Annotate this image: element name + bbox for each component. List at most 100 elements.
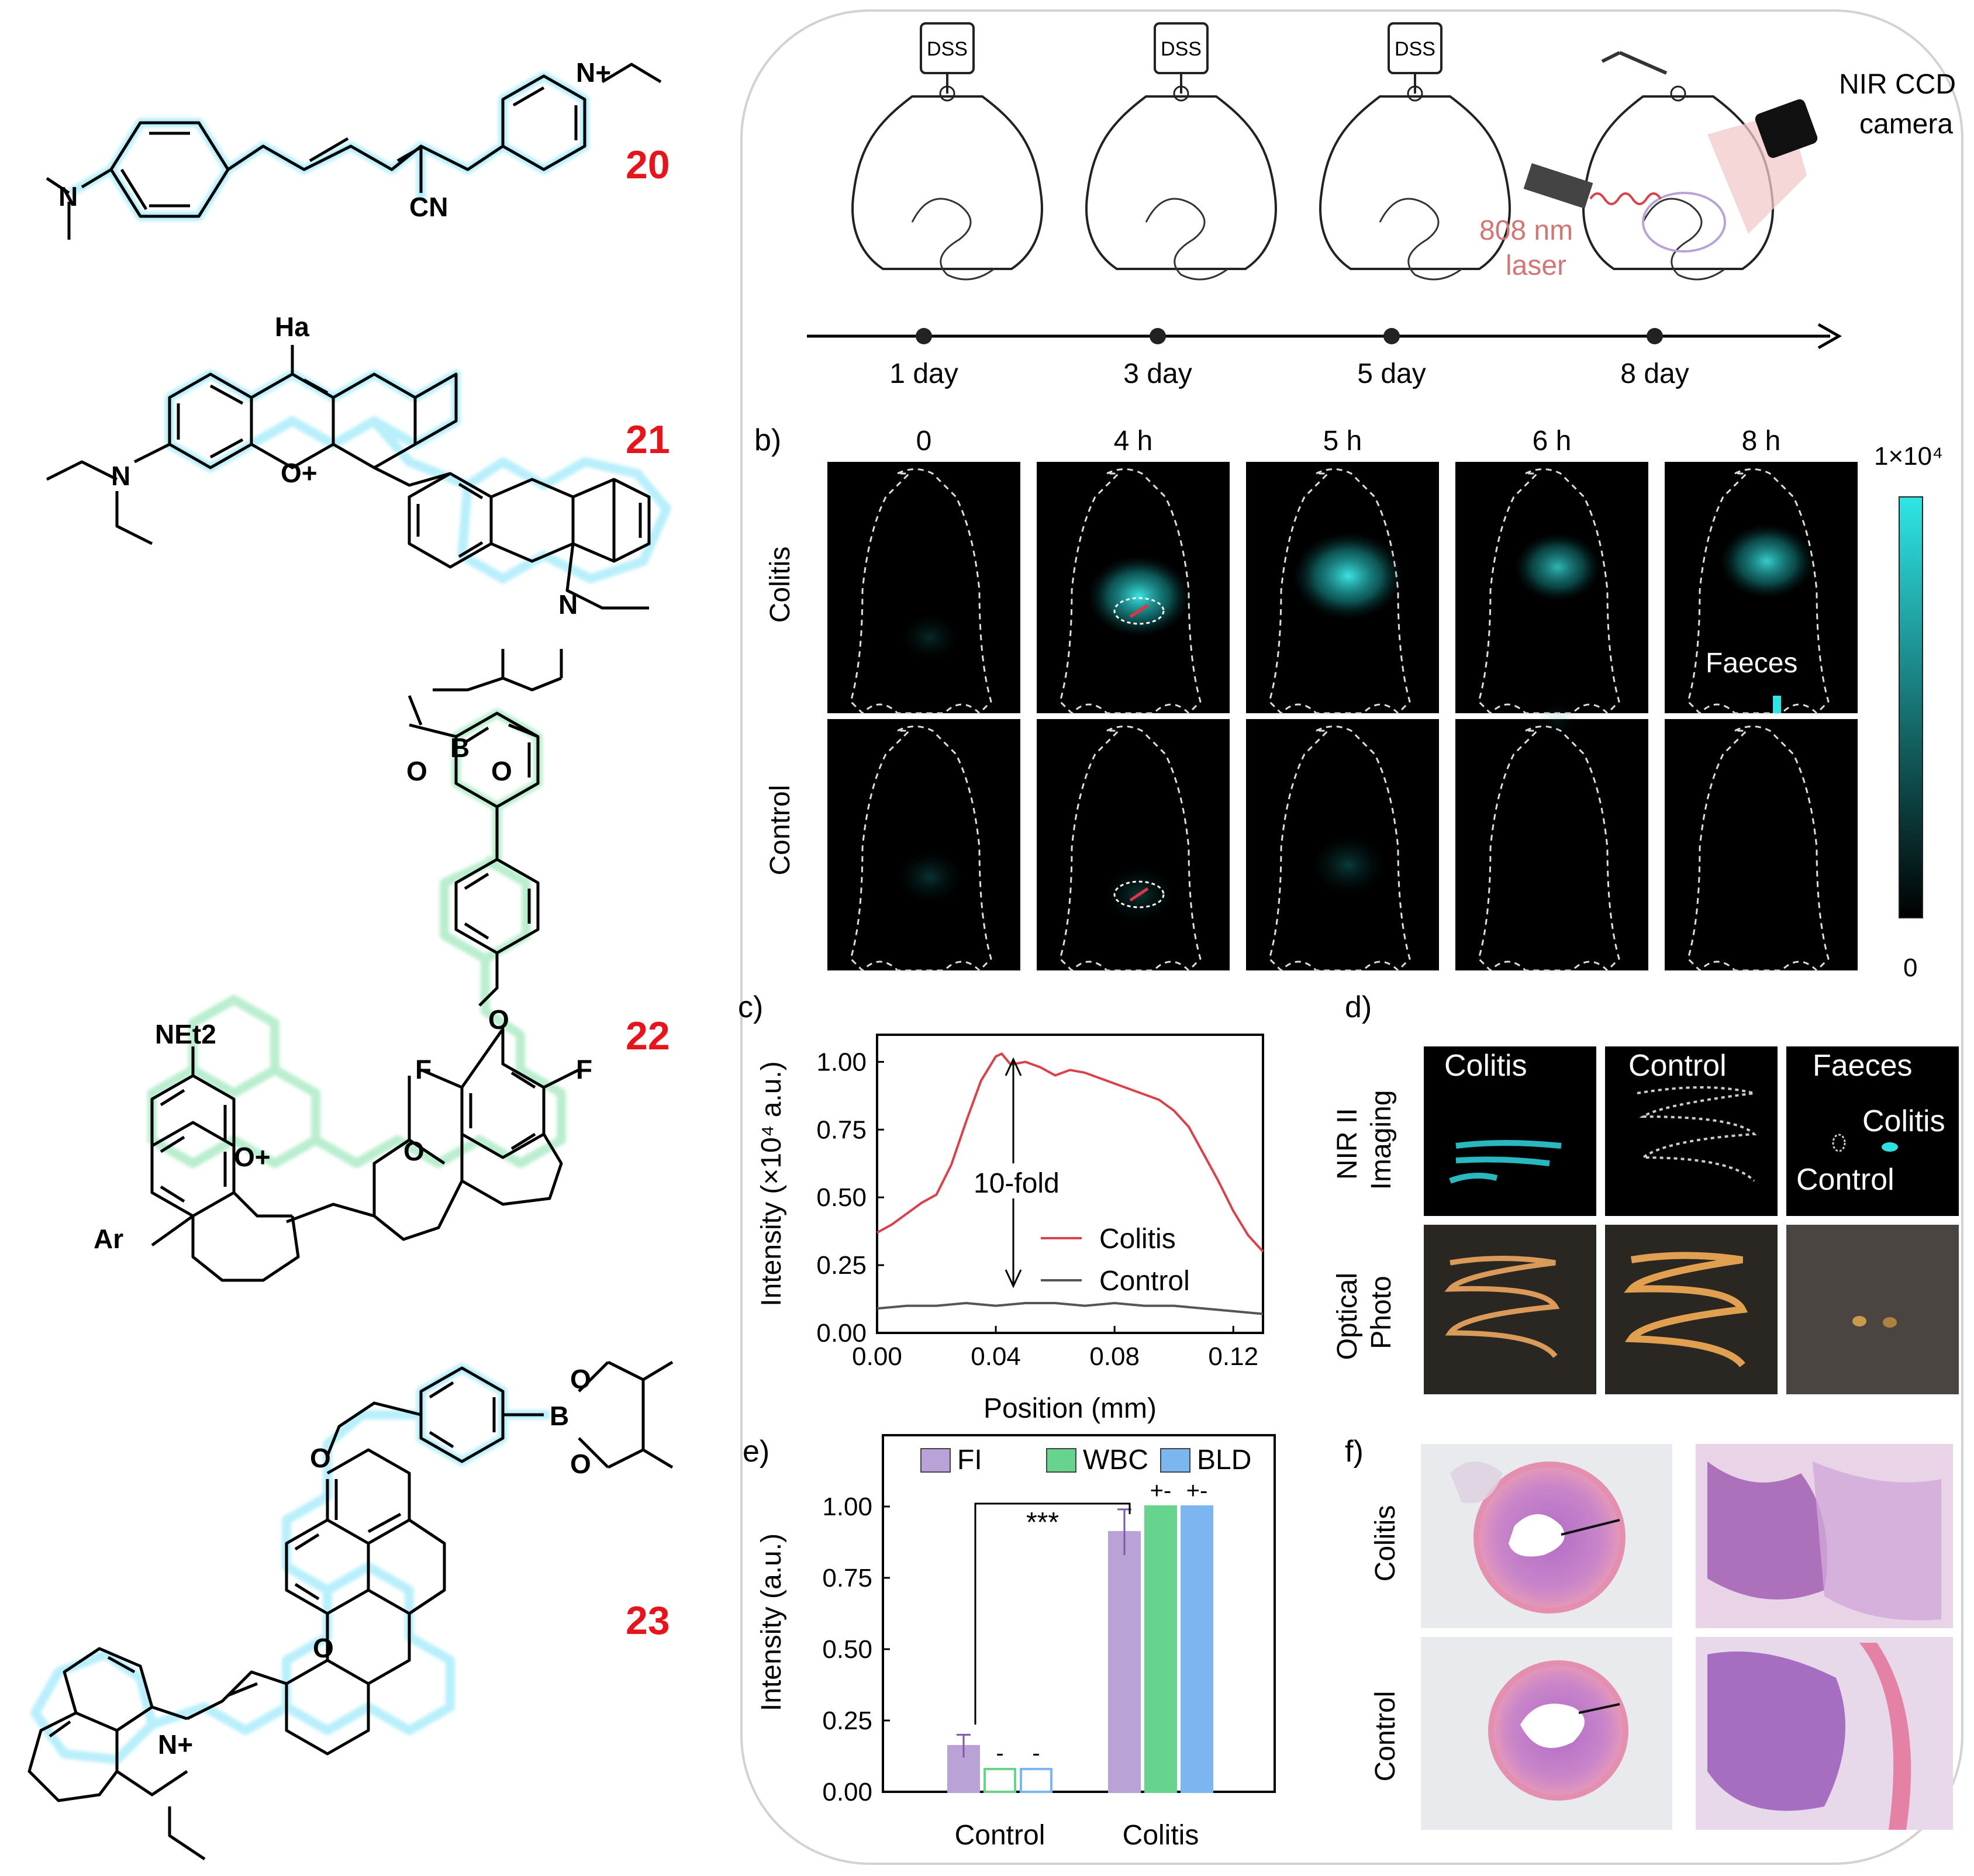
y-tick-label: 0.50 [822, 1635, 872, 1664]
laser-icon [1523, 163, 1662, 209]
nir-image [1246, 719, 1439, 972]
timeline-arrowhead [1817, 323, 1842, 350]
nir-image [1665, 719, 1858, 972]
atom-label: NEt2 [155, 1019, 216, 1049]
photo-faeces [1786, 1225, 1959, 1394]
col-label-control: Control [1628, 1049, 1727, 1083]
compound-number: 21 [626, 417, 670, 462]
fold-arrowhead-up [1005, 1057, 1022, 1076]
faeces-pellet [1852, 1316, 1866, 1326]
legend-label-colitis: Colitis [1099, 1224, 1176, 1255]
tissue-fragment [1450, 1462, 1503, 1504]
camera-label: camera [1859, 109, 1953, 140]
atom-label: O [488, 1004, 509, 1035]
bar-marker: - [996, 1740, 1003, 1766]
image-background [827, 719, 1020, 970]
bar-marker: +- [1150, 1478, 1172, 1504]
compound-number: 22 [626, 1014, 670, 1058]
nir-image [1037, 462, 1230, 715]
atom-label: CN [409, 192, 448, 222]
legend-swatch [920, 1448, 951, 1473]
mouse-outline [1059, 725, 1202, 972]
atom-label: N [558, 589, 578, 620]
region-of-interest [1113, 597, 1165, 625]
nir-image [1455, 462, 1648, 715]
atom-label: B [450, 733, 470, 763]
nir-image-colitis [1424, 1046, 1596, 1216]
intestine [1379, 198, 1462, 281]
legend-label-control: Control [1099, 1266, 1190, 1297]
row-label-control: Control [1370, 1691, 1401, 1782]
panel-f-histology: f) Colitis Control [1345, 1435, 1953, 1830]
region-of-interest [1113, 880, 1165, 908]
image-background [1455, 719, 1648, 970]
atom-label: O [403, 1136, 425, 1166]
bar-marker: +- [1186, 1478, 1208, 1504]
atom-label: O [570, 1449, 591, 1479]
colon-colitis [1444, 1256, 1560, 1358]
panel-label: f) [1345, 1435, 1364, 1469]
x-category-label: Control [955, 1820, 1045, 1851]
nir-image [1455, 702, 1648, 972]
nir-image [1037, 719, 1230, 972]
y-tick-label: 0.00 [816, 1319, 867, 1348]
bar [1020, 1767, 1052, 1793]
nir-image-faeces [1786, 1046, 1959, 1216]
y-tick-label: 0.50 [816, 1183, 867, 1212]
villi-control [1707, 1652, 1845, 1811]
atom-label: F [415, 1054, 432, 1084]
mouse-outline [1478, 725, 1620, 972]
image-grid: Faeces [827, 462, 1858, 972]
row-label-optical: Optical Photo [1332, 1265, 1397, 1360]
fluorescence-signal [1514, 533, 1601, 602]
atom-label: F [576, 1054, 592, 1084]
y-tick-label: 1.00 [822, 1492, 872, 1521]
profile-line [1129, 887, 1149, 902]
atom-label: O [406, 756, 427, 786]
atom-label: N [111, 461, 130, 491]
mouse: DSS [851, 22, 1043, 281]
compound-22: NEt2 O+ Ar O B O O F F O 22 [94, 649, 670, 1282]
atom-label: Ha [275, 312, 309, 342]
intestine [911, 198, 995, 281]
compound-23: O B O O O N+ 23 [27, 1360, 674, 1861]
compound-20: N N+ CN 20 [46, 57, 670, 240]
mouse-outline [1478, 468, 1620, 715]
mouse-outline [1268, 468, 1411, 715]
image-background [1665, 719, 1858, 970]
row-label-control: Control [765, 785, 796, 876]
colorbar-max: 1×10⁴ [1874, 442, 1943, 471]
fold-annotation: 10-fold [974, 1168, 1060, 1199]
x-axis-label: Position (mm) [983, 1393, 1157, 1424]
faeces-signal [1773, 696, 1781, 713]
atom-label: B [550, 1401, 569, 1431]
timeline-label: 5 day [1357, 358, 1426, 389]
bottle-label: DSS [927, 38, 968, 60]
syringe-icon [1601, 51, 1668, 75]
mouse-outline [1687, 468, 1830, 715]
photo-control [1605, 1225, 1778, 1394]
mouse: DSS [1085, 22, 1277, 281]
time-label: 5 h [1323, 426, 1362, 457]
timeline-label: 8 day [1620, 358, 1689, 389]
fluorescence-signal [1293, 532, 1404, 620]
panel-label: c) [738, 990, 763, 1024]
y-axis-label: Intensity (a.u.) [756, 1533, 787, 1711]
image-background [827, 462, 1020, 713]
mouse-outline [1059, 468, 1202, 715]
muscularis-control [1859, 1643, 1911, 1830]
thickness-arrow [1578, 1703, 1620, 1714]
significance-bracket [974, 1502, 1131, 1725]
atom-label: N+ [576, 57, 611, 88]
atom-label: O [313, 1633, 334, 1663]
nir-signal-colitis [1449, 1140, 1562, 1184]
compound-number: 20 [626, 143, 670, 187]
mouse-body [1319, 95, 1511, 270]
